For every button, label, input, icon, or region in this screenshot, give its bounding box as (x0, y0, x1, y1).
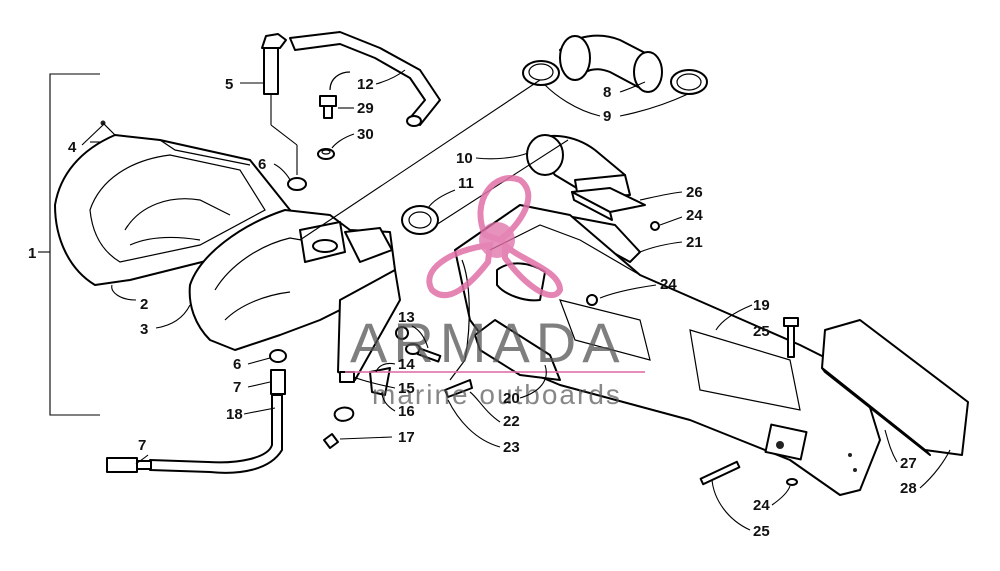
watermark-tagline: marine outboards (372, 379, 622, 410)
callout-27: 27 (900, 455, 917, 472)
callout-7b: 7 (138, 437, 146, 454)
callout-5: 5 (225, 76, 233, 93)
callout-10: 10 (456, 150, 473, 167)
silencer-base (188, 209, 401, 381)
callout-25b: 25 (753, 523, 770, 540)
filter-pad-26 (571, 187, 646, 221)
callout-19: 19 (753, 297, 770, 314)
watermark-brand: ARMADA (350, 311, 626, 374)
callout-26: 26 (686, 184, 703, 201)
elbow-10 (526, 134, 631, 199)
callout-12: 12 (357, 76, 374, 93)
filter-block (821, 319, 969, 456)
callout-25a: 25 (753, 323, 770, 340)
callout-24b: 24 (660, 276, 677, 293)
callout-17: 17 (398, 429, 415, 446)
drain-hose (106, 369, 286, 474)
callout-20: 20 (503, 390, 520, 407)
mounting-hardware (323, 259, 561, 449)
callout-6b: 6 (233, 356, 241, 373)
callout-15: 15 (398, 380, 415, 397)
callout-9: 9 (603, 108, 611, 125)
callout-13: 13 (398, 309, 415, 326)
callout-21: 21 (686, 234, 703, 251)
fasteners (650, 221, 799, 486)
temperature-sensor (319, 71, 351, 119)
armada-logo-icon (426, 175, 564, 299)
grommet-6-bottom (269, 349, 287, 363)
callout-23: 23 (503, 439, 520, 456)
callout-8: 8 (603, 84, 611, 101)
callout-7a: 7 (233, 379, 241, 396)
callout-30: 30 (357, 126, 374, 143)
callout-24c: 24 (753, 497, 770, 514)
callout-2: 2 (140, 296, 148, 313)
grommet-6-top (287, 177, 307, 191)
callout-4: 4 (68, 139, 77, 156)
callout-1: 1 (28, 245, 36, 262)
callout-3: 3 (140, 321, 148, 338)
grommet-30 (317, 148, 335, 160)
callout-labels: 1 2 3 4 5 6 6 7 7 8 9 10 11 12 13 14 15 (28, 69, 951, 540)
callout-18: 18 (226, 406, 243, 423)
callout-11: 11 (458, 175, 474, 192)
intake-elbow (522, 34, 708, 95)
callout-29: 29 (357, 100, 374, 117)
clamp-11 (401, 205, 439, 235)
callout-14: 14 (398, 356, 415, 373)
vent-hose (289, 31, 441, 127)
callout-16: 16 (398, 403, 415, 420)
drain-fitting (261, 33, 298, 175)
callout-22: 22 (503, 413, 520, 430)
callout-6a: 6 (258, 156, 266, 173)
bracket-group-1 (38, 73, 100, 416)
callout-24a: 24 (686, 207, 703, 224)
callout-28: 28 (900, 480, 917, 497)
